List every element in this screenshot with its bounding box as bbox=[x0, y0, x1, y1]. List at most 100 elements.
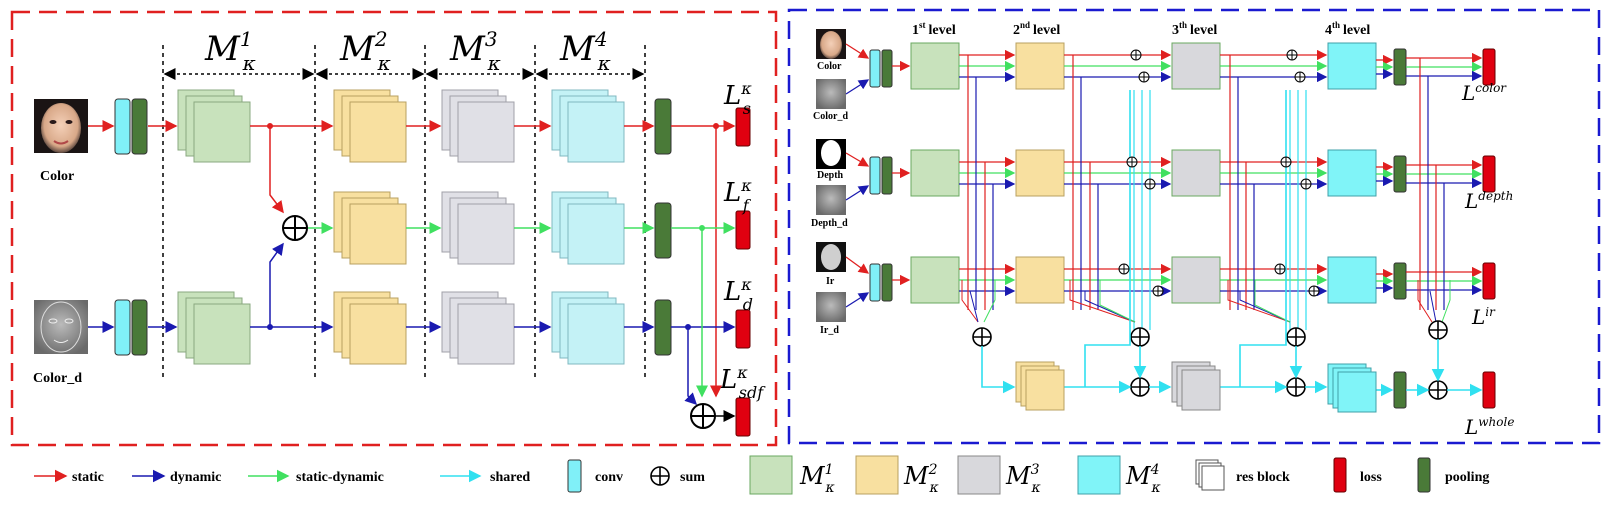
right-level3-boxes bbox=[1171, 42, 1221, 304]
loss-block-sdf bbox=[735, 397, 751, 437]
sum-node bbox=[1138, 71, 1150, 83]
sum-node bbox=[1130, 49, 1142, 61]
ir-thumb-label: Ir bbox=[826, 276, 835, 287]
junction-dot bbox=[267, 324, 273, 330]
color-d-thumb-label: Color_d bbox=[813, 111, 848, 122]
junction-dot bbox=[267, 123, 273, 129]
right-panel-border bbox=[787, 8, 1601, 445]
legend-pooling-icon bbox=[1417, 457, 1431, 493]
depth-d-thumb bbox=[816, 185, 846, 215]
legend-m1-swatch bbox=[749, 455, 793, 495]
color-thumb bbox=[816, 29, 846, 59]
sum-node bbox=[1280, 156, 1292, 168]
right-shared-flow bbox=[981, 90, 1483, 397]
shared-m4-stack bbox=[1327, 363, 1377, 413]
shared-m3-stack bbox=[1171, 361, 1221, 411]
legend-loss-icon bbox=[1333, 457, 1347, 493]
right-level2-boxes bbox=[1015, 42, 1065, 304]
depth-d-thumb-label: Depth_d bbox=[811, 218, 848, 229]
loss-block-d bbox=[735, 309, 751, 349]
left-m4-stacks bbox=[551, 89, 625, 365]
right-vertical-connections bbox=[967, 55, 1445, 330]
ir-d-thumb-label: Ir_d bbox=[820, 325, 839, 336]
left-m2-stacks bbox=[333, 89, 407, 365]
left-dynamic-flow bbox=[88, 242, 736, 406]
depth-thumb bbox=[816, 139, 846, 169]
sum-node bbox=[1144, 178, 1156, 190]
conv-block bbox=[114, 98, 131, 155]
legend-m3-swatch bbox=[957, 455, 1001, 495]
legend-pooling-label: pooling bbox=[1445, 470, 1489, 485]
sum-node bbox=[1308, 285, 1320, 297]
legend-sum-label: sum bbox=[680, 470, 705, 485]
left-static-flow bbox=[88, 120, 736, 398]
pooling-block bbox=[654, 98, 672, 155]
junction-dot bbox=[699, 225, 705, 231]
sum-node bbox=[1152, 285, 1164, 297]
legend-shared-label: shared bbox=[490, 470, 530, 485]
color-d-thumb bbox=[816, 79, 846, 109]
sum-node bbox=[1274, 263, 1286, 275]
color-d-input-image bbox=[34, 300, 88, 354]
legend-loss-label: loss bbox=[1360, 470, 1382, 485]
legend-m4-swatch bbox=[1077, 455, 1121, 495]
color-input-image bbox=[34, 99, 88, 153]
sum-node bbox=[1286, 377, 1306, 397]
right-level1-boxes bbox=[910, 42, 960, 304]
loss-label-ir: Lir bbox=[1471, 305, 1496, 329]
right-loss-blocks bbox=[1482, 48, 1496, 409]
color-d-input-label: Color_d bbox=[33, 371, 82, 386]
sum-node bbox=[1130, 377, 1150, 397]
left-m1-static-stack bbox=[177, 89, 251, 163]
sum-node bbox=[1286, 327, 1306, 347]
color-input-label: Color bbox=[40, 169, 74, 184]
legend-sum-icon bbox=[650, 466, 670, 486]
pooling-block bbox=[131, 299, 148, 356]
loss-block-s bbox=[735, 107, 751, 147]
sum-node bbox=[1428, 380, 1448, 400]
sum-node bbox=[1300, 178, 1312, 190]
ir-thumb bbox=[816, 242, 846, 272]
right-sum-nodes bbox=[972, 320, 1448, 400]
left-m1-dynamic-stack bbox=[177, 291, 251, 365]
pooling-block bbox=[131, 98, 148, 155]
sum-node bbox=[1130, 327, 1150, 347]
sum-node bbox=[1126, 156, 1138, 168]
left-m3-stacks bbox=[441, 89, 515, 365]
legend-res-block-label: res block bbox=[1236, 470, 1290, 485]
depth-thumb-label: Depth bbox=[817, 170, 844, 181]
right-pooling-blocks bbox=[1393, 48, 1407, 409]
sum-node bbox=[690, 403, 716, 429]
legend: static dynamic static-dynamic shared con… bbox=[34, 455, 1489, 496]
color-thumb-label: Color bbox=[817, 61, 842, 72]
junction-dot bbox=[685, 324, 691, 330]
loss-label-color: Lcolor bbox=[1461, 81, 1507, 105]
legend-dynamic-label: dynamic bbox=[170, 470, 221, 485]
sum-node bbox=[1294, 71, 1306, 83]
sum-node bbox=[1118, 263, 1130, 275]
legend-res-block-icon bbox=[1195, 459, 1225, 491]
loss-block-f bbox=[735, 210, 751, 250]
left-panel-border bbox=[10, 10, 778, 447]
legend-conv-label: conv bbox=[595, 470, 623, 485]
right-fan-lines bbox=[961, 280, 1451, 323]
sum-node bbox=[1286, 49, 1298, 61]
ir-d-thumb bbox=[816, 292, 846, 322]
right-input-conv-pool bbox=[869, 49, 893, 302]
